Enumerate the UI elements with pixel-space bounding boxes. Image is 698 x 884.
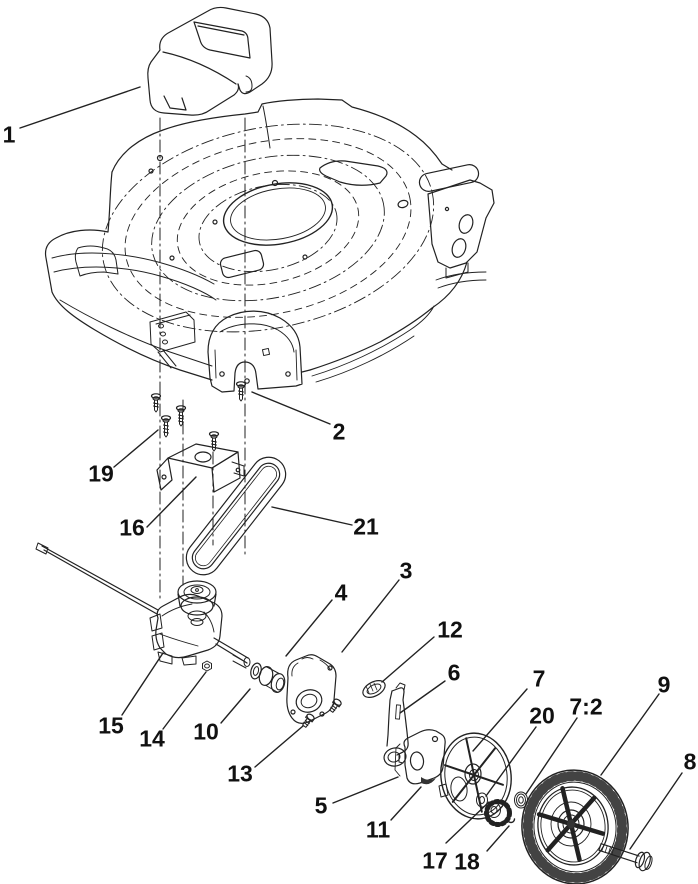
belt-cover: [147, 6, 273, 116]
callout-8: 8: [683, 748, 697, 775]
callout-2: 2: [332, 418, 346, 445]
callout-14: 14: [139, 725, 165, 752]
washer-20: [476, 792, 488, 808]
deck-screw-2: [235, 381, 247, 402]
belt-tunnel-housing: [207, 310, 311, 393]
height-clip: [362, 680, 386, 698]
callout-11: 11: [365, 816, 391, 843]
callout-5: 5: [314, 792, 328, 819]
callout-9: 9: [657, 671, 671, 698]
axle-washer-bushing: [250, 662, 286, 693]
pivot-bracket-plates: [394, 729, 446, 785]
callout-3: 3: [399, 557, 413, 584]
assembly-centerlines: [159, 117, 246, 601]
drive-pulley: [177, 580, 217, 626]
callout-13: 13: [227, 760, 253, 787]
axle-nut: [202, 660, 212, 672]
callout-7: 7: [532, 665, 546, 692]
deck-mount-bracket: [149, 311, 196, 369]
callout-1: 1: [2, 121, 16, 148]
callout-19: 19: [88, 460, 114, 487]
callout-21: 21: [353, 513, 379, 540]
callout-7-2: 7:2: [569, 693, 603, 720]
callout-16: 16: [119, 514, 145, 541]
shoulder-bolt: [598, 843, 653, 872]
leader-lines: [19, 86, 683, 852]
wheel-and-tire: [521, 769, 629, 884]
callout-10: 10: [193, 718, 219, 745]
spoked-wheel-disc: [438, 732, 512, 820]
gearbox-cover-plate: [286, 654, 337, 724]
mower-deck: [44, 98, 487, 383]
callout-20: 20: [529, 702, 555, 729]
callout-18: 18: [454, 848, 480, 875]
deck-screws-19: [150, 393, 220, 452]
pinion-gear: [484, 799, 512, 827]
lever-arm: [383, 682, 409, 767]
idler-bracket: [156, 443, 245, 493]
callout-6: 6: [447, 659, 461, 686]
handle-mount-bracket: [418, 164, 495, 279]
callout-15: 15: [98, 712, 124, 739]
callout-17: 17: [422, 847, 448, 874]
callout-4: 4: [334, 579, 348, 606]
callout-12: 12: [437, 616, 463, 643]
drive-belt: [185, 456, 287, 576]
retaining-clip: [506, 814, 516, 824]
gearbox-and-axle: [35, 542, 251, 669]
